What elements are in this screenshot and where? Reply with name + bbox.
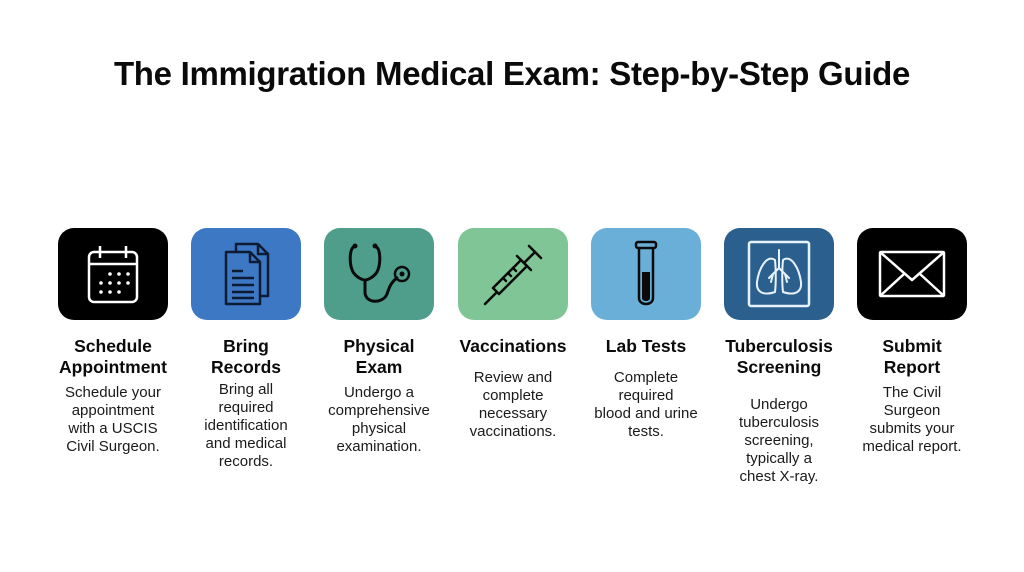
step-tile — [857, 228, 967, 320]
envelope-icon — [878, 250, 946, 298]
step-title: Physical Exam — [343, 336, 415, 377]
step-submit-report: Submit Report The Civil Surgeon submits … — [845, 228, 979, 456]
lungs-xray-icon — [747, 240, 811, 308]
step-description: Complete required blood and urine tests. — [594, 369, 698, 440]
syringe-icon — [483, 244, 543, 306]
step-tile — [191, 228, 301, 320]
step-title: Submit Report — [882, 336, 942, 377]
documents-icon — [224, 242, 270, 306]
page-title: The Immigration Medical Exam: Step-by-St… — [113, 55, 911, 92]
step-tile — [724, 228, 834, 320]
step-title: Schedule Appointment — [59, 336, 167, 377]
step-physical-exam: Physical Exam Undergo a comprehensive ph… — [312, 228, 446, 456]
step-vaccinations: Vaccinations Review and complete necessa… — [446, 228, 580, 441]
step-tuberculosis-screening: Tuberculosis Screening Undergo tuberculo… — [712, 228, 846, 486]
step-title: Tuberculosis Screening — [725, 336, 833, 377]
step-description: Undergo a comprehensive physical examina… — [328, 384, 430, 455]
stethoscope-icon — [348, 243, 411, 303]
step-description: Schedule your appointment with a USCIS C… — [65, 384, 161, 455]
step-description: The Civil Surgeon submits your medical r… — [862, 384, 962, 455]
step-lab-tests: Lab Tests Complete required blood and ur… — [579, 228, 713, 441]
step-schedule-appointment: Schedule Appointment Schedule your appoi… — [46, 228, 180, 456]
step-description: Bring all required identification and me… — [204, 381, 288, 470]
step-description: Undergo tuberculosis screening, typicall… — [738, 396, 820, 485]
step-tile — [324, 228, 434, 320]
step-title: Lab Tests — [605, 336, 687, 356]
step-bring-records: Bring Records Bring all required identif… — [179, 228, 313, 471]
step-tile — [58, 228, 168, 320]
step-tile — [591, 228, 701, 320]
step-tile — [458, 228, 568, 320]
step-description: Review and complete necessary vaccinatio… — [469, 369, 557, 440]
step-title: Bring Records — [210, 336, 282, 377]
step-title: Vaccinations — [459, 336, 567, 356]
test-tube-icon — [634, 240, 658, 306]
calendar-icon — [87, 246, 139, 304]
